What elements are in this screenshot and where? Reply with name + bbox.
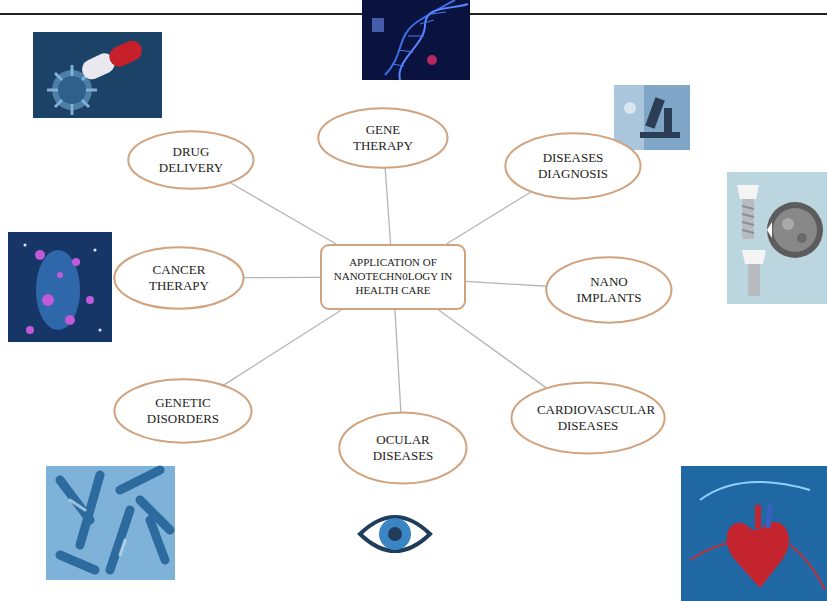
connector-line [466, 281, 547, 286]
topic-ellipse: GENETIC DISORDERS [113, 378, 253, 444]
connector-line [439, 310, 547, 388]
topic-ellipse: DRUG DELIVERY [127, 130, 255, 190]
node-label: NANO IMPLANTS [568, 274, 651, 307]
node-label: DRUG DELIVERY [150, 144, 233, 177]
topic-ellipse: DISEASES DIAGNOSIS [504, 132, 642, 200]
node-label: GENE THERAPY [340, 122, 425, 155]
node-label: DISEASES DIAGNOSIS [528, 150, 618, 183]
connector-stroke [395, 310, 401, 412]
dna-picture [362, 0, 470, 80]
connector-stroke [447, 192, 532, 244]
node-label: CARDIOVASCULAR DISEASES [537, 402, 639, 435]
node-text-group: CANCER THERAPY [136, 262, 221, 295]
node-text-group: NANO IMPLANTS [568, 274, 651, 307]
center-box: APPLICATION OF NANOTECHN0LOGY IN HEALTH … [320, 244, 466, 310]
connector-stroke [466, 281, 547, 286]
connector-line [447, 192, 532, 244]
cancer-cell-picture [8, 232, 112, 342]
connector-stroke [385, 168, 390, 244]
heart-picture [681, 466, 827, 601]
connector-line [395, 310, 401, 412]
node-text-group: DISEASES DIAGNOSIS [528, 150, 618, 183]
microscope-picture [614, 85, 690, 150]
chromosome-picture [46, 466, 175, 580]
node-text-group: APPLICATION OF NANOTECHN0LOGY IN HEALTH … [330, 256, 456, 297]
node-label: GENETIC DISORDERS [137, 395, 228, 428]
node-label: APPLICATION OF NANOTECHN0LOGY IN HEALTH … [330, 256, 456, 297]
node-text-group: CARDIOVASCULAR DISEASES [537, 402, 639, 435]
node-text-group: DRUG DELIVERY [150, 144, 233, 177]
topic-ellipse: GENE THERAPY [317, 107, 449, 169]
node-text-group: OCULAR DISEASES [361, 432, 445, 465]
dental-implant-picture [727, 172, 827, 304]
connector-line [230, 183, 336, 244]
node-text-group: GENE THERAPY [340, 122, 425, 155]
topic-ellipse: CARDIOVASCULAR DISEASES [510, 381, 666, 455]
connector-stroke [230, 183, 336, 244]
node-label: CANCER THERAPY [136, 262, 221, 295]
drug-capsule-picture [33, 32, 162, 118]
node-text-group: GENETIC DISORDERS [137, 395, 228, 428]
connector-line [244, 277, 320, 278]
node-label: OCULAR DISEASES [361, 432, 445, 465]
connector-stroke [223, 310, 341, 385]
topic-ellipse: CANCER THERAPY [113, 246, 245, 310]
connector-line [385, 168, 390, 244]
connector-line [223, 310, 341, 385]
topic-ellipse: OCULAR DISEASES [338, 411, 468, 485]
eye-icon [360, 517, 430, 551]
connector-stroke [244, 277, 320, 279]
connector-stroke [439, 310, 547, 388]
topic-ellipse: NANO IMPLANTS [545, 256, 673, 324]
